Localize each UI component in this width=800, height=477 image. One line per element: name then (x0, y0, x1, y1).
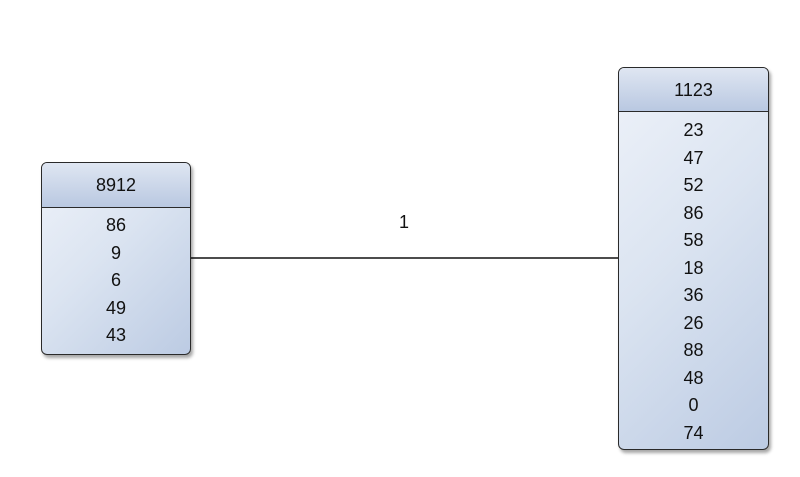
entity-attribute: 47 (683, 147, 704, 168)
edge-label: 1 (398, 212, 409, 232)
entity-attribute: 86 (683, 202, 704, 223)
entity-attribute: 49 (105, 297, 127, 318)
entity-attribute: 26 (683, 312, 704, 333)
entity-attribute: 48 (683, 367, 704, 388)
entity-box-left[interactable]: 8912 86 9 6 49 43 (41, 162, 191, 355)
entity-attribute: 6 (110, 270, 121, 290)
entity-attribute: 43 (105, 325, 127, 345)
entity-box-right[interactable]: 1123 23 47 52 86 58 18 36 26 88 48 0 74 (618, 67, 769, 450)
entity-attribute: 52 (683, 175, 704, 195)
entity-attribute: 23 (683, 120, 704, 140)
entity-attribute: 36 (683, 285, 704, 305)
entity-title: 1123 (619, 68, 768, 112)
entity-attribute: 86 (105, 215, 127, 235)
entity-attribute: 9 (110, 242, 121, 263)
entity-attribute-list: 86 9 6 49 43 (42, 208, 190, 350)
entity-title: 8912 (42, 163, 190, 208)
entity-attribute: 18 (683, 257, 704, 278)
entity-attribute: 88 (683, 340, 704, 360)
entity-attribute: 74 (683, 422, 704, 443)
entity-attribute: 58 (683, 230, 704, 250)
entity-attribute-list: 23 47 52 86 58 18 36 26 88 48 0 74 (619, 112, 768, 447)
entity-attribute: 0 (688, 395, 699, 415)
